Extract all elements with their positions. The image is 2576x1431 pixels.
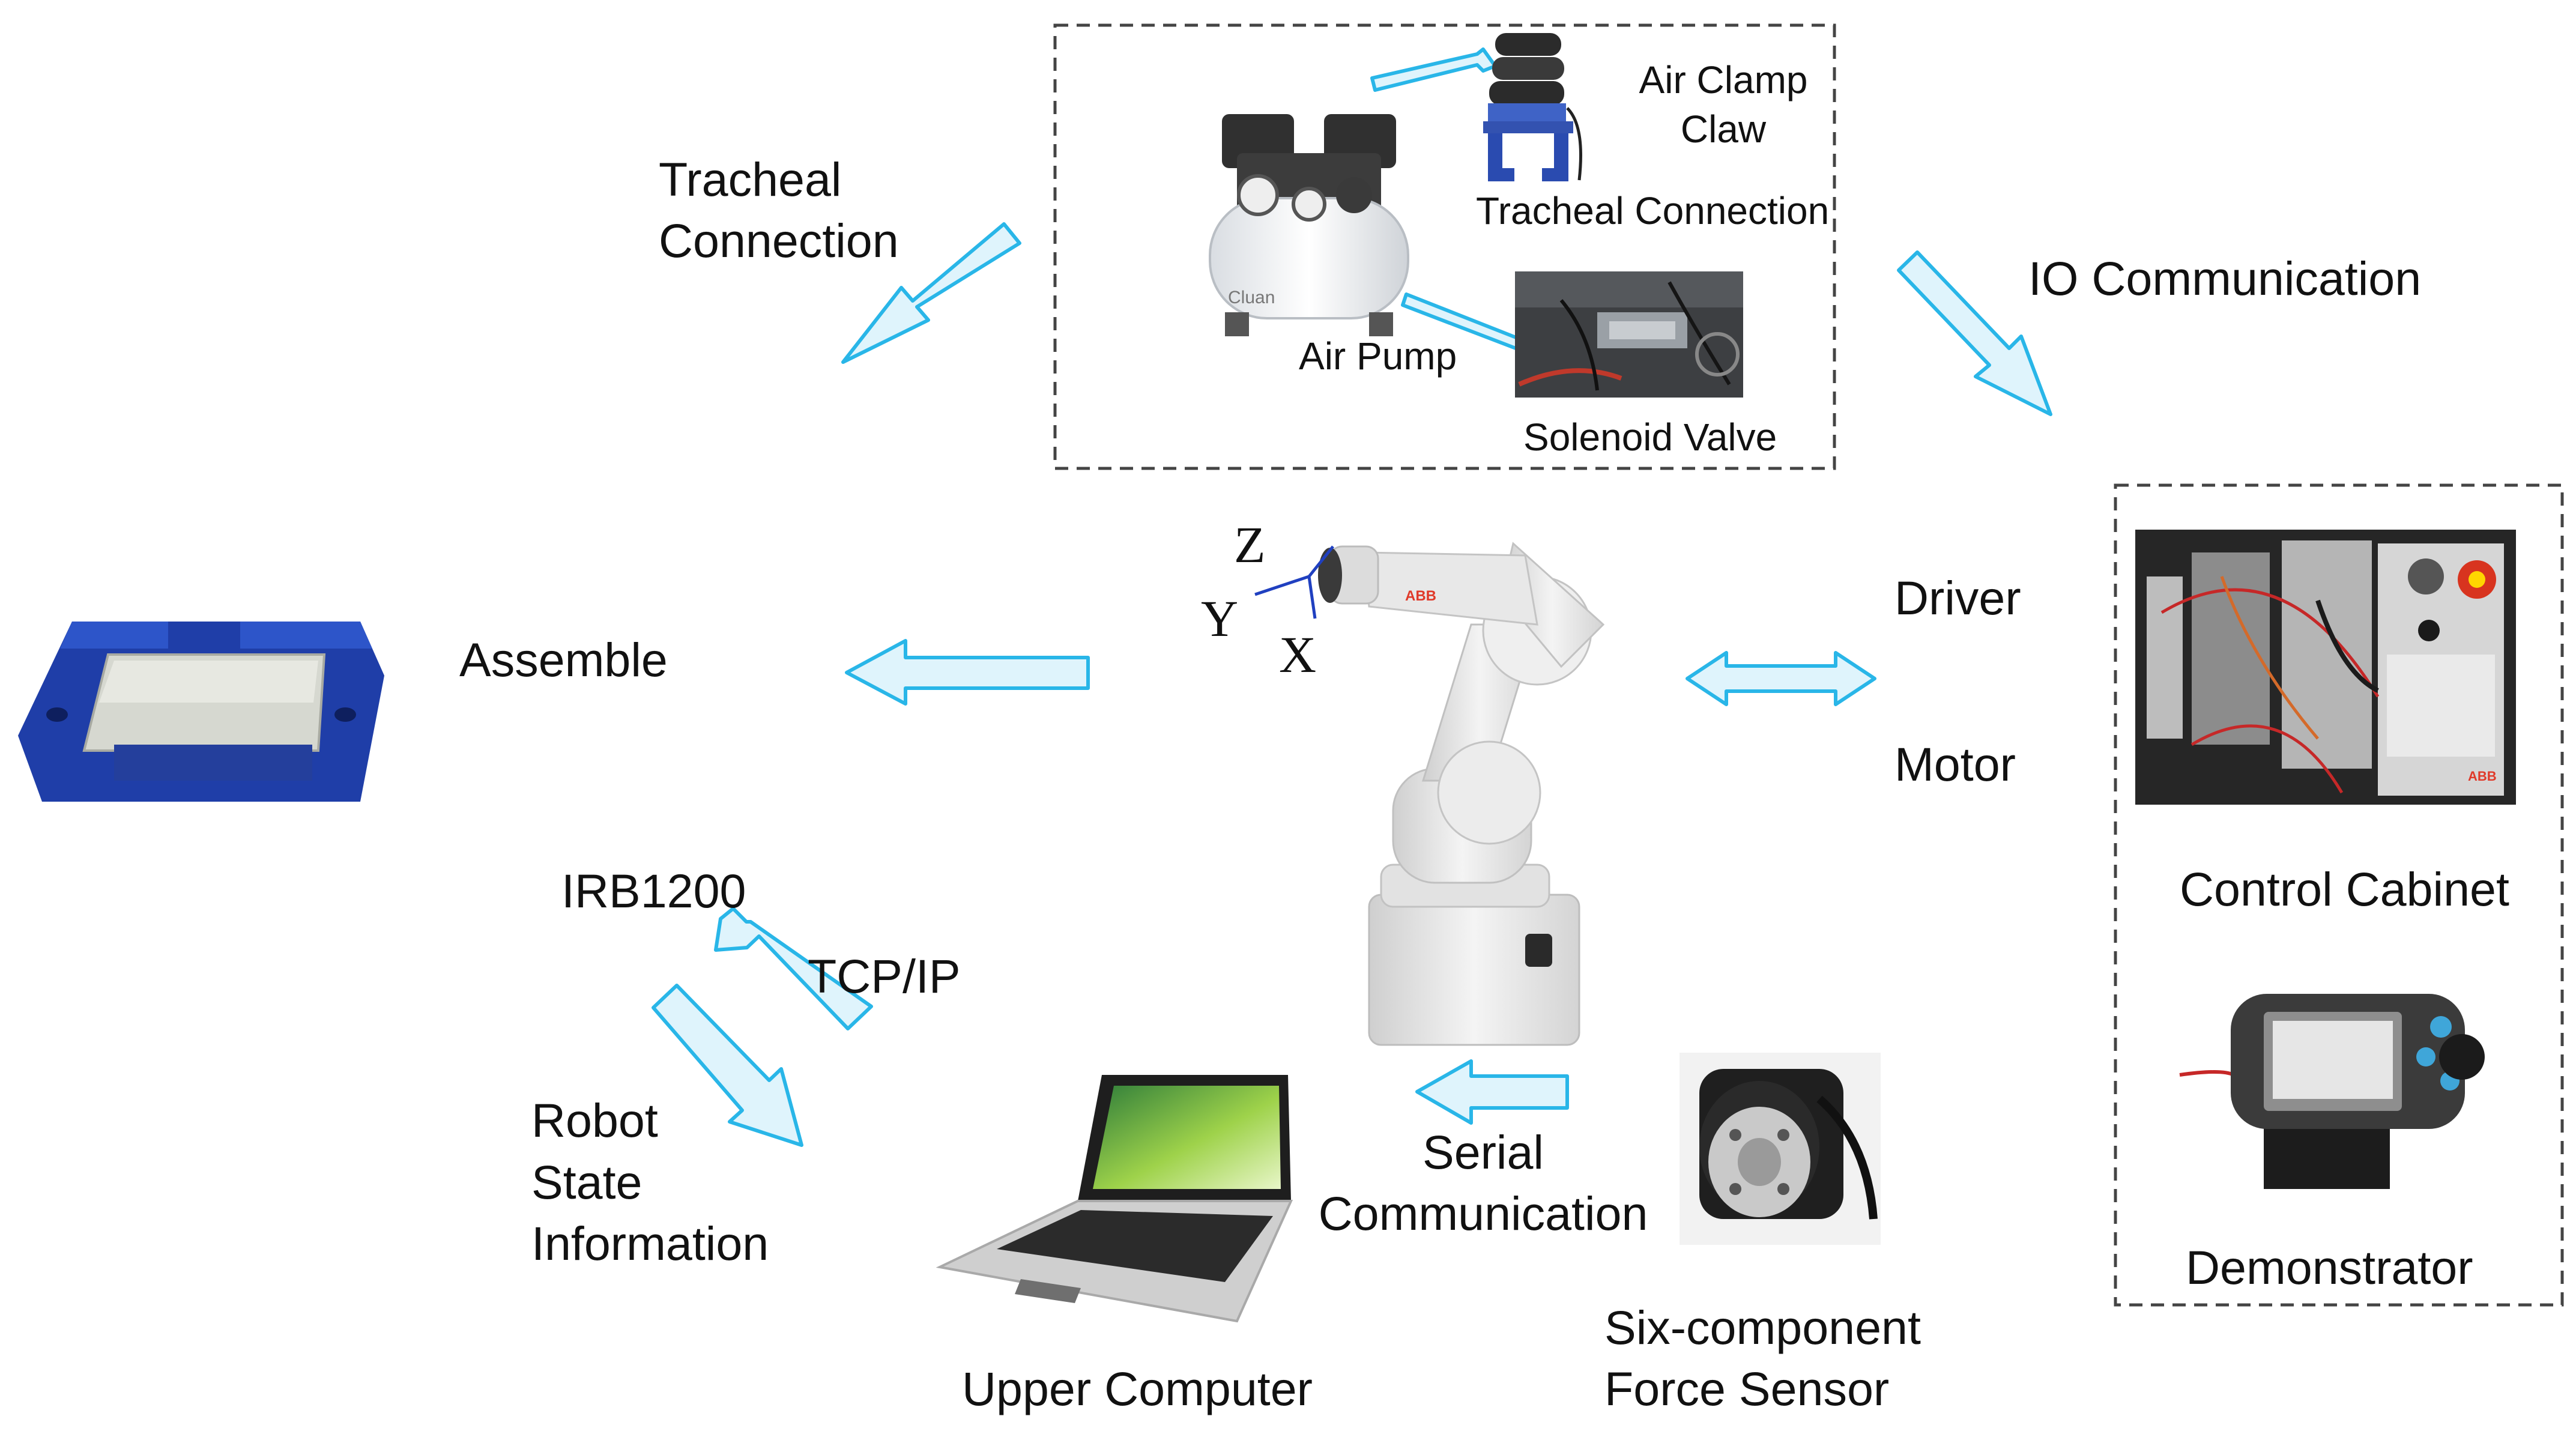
svg-text:ABB: ABB <box>2468 769 2497 784</box>
serial-communication-label-line1: Serial <box>1423 1125 1544 1179</box>
arrow-robot-cabinet-double <box>1686 651 1876 706</box>
motor-label: Motor <box>1894 737 2016 791</box>
air-clamp-claw-label-line2: Claw <box>1680 107 1767 151</box>
upper-computer-label: Upper Computer <box>962 1362 1313 1415</box>
air-pump-icon: Cluan <box>1209 114 1409 336</box>
robot-state-label-line3: Information <box>531 1217 769 1270</box>
air-pump-label: Air Pump <box>1299 334 1457 378</box>
arrow-robot-to-tray <box>845 639 1090 706</box>
arrow-tracheal-to-tray <box>841 222 1021 364</box>
solenoid-valve-icon <box>1515 271 1743 398</box>
tracheal-connection-label-line1: Tracheal <box>659 153 842 206</box>
demonstrator-label: Demonstrator <box>2186 1241 2473 1294</box>
io-communication-label: IO Communication <box>2028 252 2422 305</box>
force-sensor-label-line2: Force Sensor <box>1604 1362 1890 1415</box>
tracheal-connection-label-line2: Connection <box>659 214 899 267</box>
control-cabinet-icon: ABB <box>2135 530 2516 805</box>
air-clamp-claw-icon <box>1483 33 1582 181</box>
force-sensor-icon <box>1680 1053 1881 1245</box>
pneumatic-group-box <box>1053 23 1836 470</box>
air-clamp-claw-label-line1: Air Clamp <box>1639 58 1808 101</box>
robot-state-label-line2: State <box>531 1155 642 1209</box>
arrow-to-air-clamp <box>1370 47 1497 92</box>
teach-pendant-icon <box>2179 994 2485 1189</box>
axis-z-label: Z <box>1234 516 1266 573</box>
arrow-sensor-to-robot <box>1415 1059 1569 1125</box>
driver-label: Driver <box>1894 571 2021 625</box>
robot-arm-icon: ABB <box>1254 542 1605 1046</box>
assemble-label: Assemble <box>459 633 668 686</box>
laptop-icon <box>936 1075 1293 1323</box>
svg-text:Cluan: Cluan <box>1228 288 1275 307</box>
solenoid-valve-label: Solenoid Valve <box>1523 416 1777 459</box>
axis-x-label: X <box>1279 626 1317 683</box>
force-sensor-label-line1: Six-component <box>1604 1301 1921 1354</box>
tcp-ip-label: TCP/IP <box>808 949 961 1003</box>
arrow-tcp-to-upper-computer <box>652 984 803 1147</box>
irb1200-label: IRB1200 <box>561 864 746 918</box>
tracheal-connection-inner-label: Tracheal Connection <box>1476 189 1830 232</box>
assembly-tray-icon <box>18 622 384 802</box>
axis-y-label: Y <box>1201 590 1239 647</box>
svg-text:ABB: ABB <box>1405 588 1436 604</box>
serial-communication-label-line2: Communication <box>1318 1187 1648 1240</box>
control-cabinet-label: Control Cabinet <box>2180 862 2509 916</box>
controller-group-box <box>2114 483 2564 1307</box>
robot-state-label-line1: Robot <box>531 1094 658 1147</box>
arrow-upper-computer-to-robot <box>714 907 873 1030</box>
arrow-pneumatic-to-cabinet <box>1897 250 2052 416</box>
